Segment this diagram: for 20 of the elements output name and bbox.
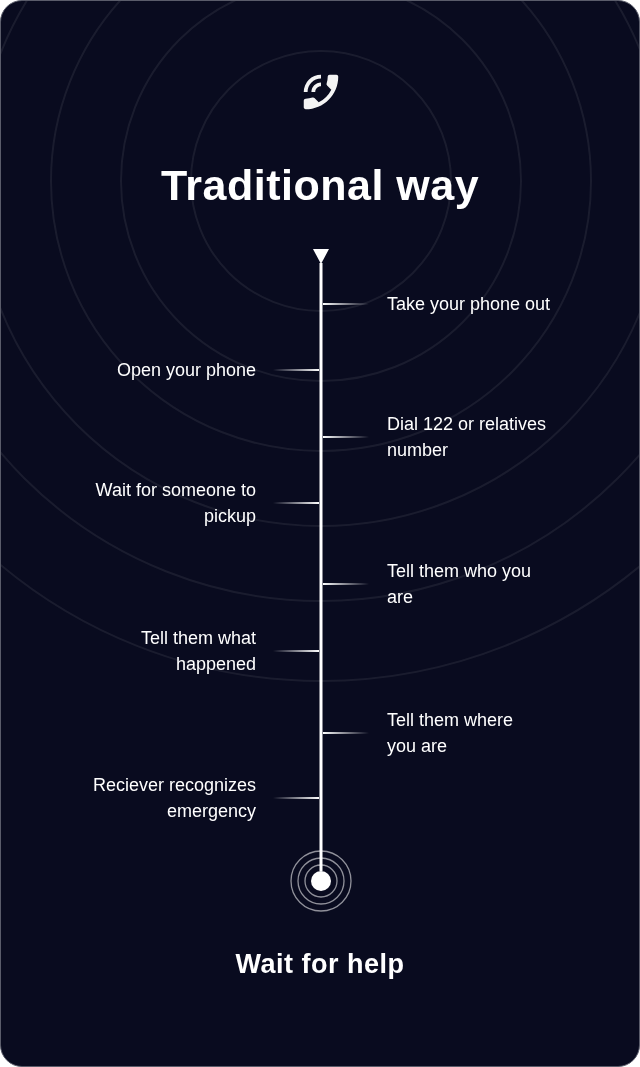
title: Traditional way (159, 160, 481, 211)
leader-line (322, 303, 370, 305)
leader-line (322, 732, 370, 734)
step-text: Tell them where you are (387, 710, 514, 756)
leader-line (322, 436, 370, 438)
step-text: Wait for someone to pickup (95, 480, 256, 526)
start-triangle (313, 249, 329, 264)
leader-line (322, 583, 370, 585)
end-dot (311, 871, 331, 891)
step-text: Tell them what happened (140, 628, 256, 674)
step-text: Tell them who you are (387, 561, 532, 607)
leader-line (272, 502, 320, 504)
leader-line (272, 797, 320, 799)
leader-line (272, 650, 320, 652)
step-text: Open your phone (116, 360, 256, 380)
end-label: Wait for help (234, 949, 406, 980)
leader-line (272, 369, 320, 371)
step-text: Reciever recognizes emergency (92, 775, 256, 821)
step-text: Take your phone out (387, 294, 551, 314)
step-text: Dial 122 or relatives number (387, 414, 547, 460)
